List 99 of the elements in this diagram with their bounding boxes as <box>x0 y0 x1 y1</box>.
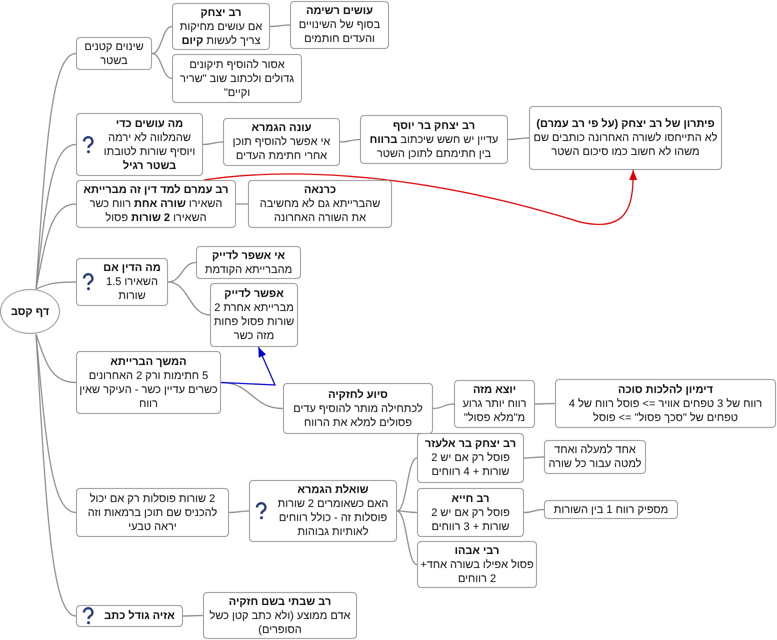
topic-box <box>76 180 236 228</box>
topic-text: עדיין יש חשש שיכתוב ברווח בין חתימתם לתוכן השטר <box>368 132 500 160</box>
topic-box <box>76 605 183 627</box>
topic-ellipse <box>0 289 60 334</box>
topic-box <box>290 1 389 49</box>
connector <box>236 203 248 205</box>
connector <box>508 137 529 140</box>
topic-text: פסול אפילו בשורה אחד+ 2 רווחים <box>420 558 534 586</box>
connector <box>168 281 210 316</box>
topic-title: מה עושים כדי <box>114 116 184 130</box>
connector <box>229 510 249 514</box>
topic-box <box>76 113 203 176</box>
topic-box <box>196 246 301 279</box>
topic-box <box>248 180 392 228</box>
topic-box <box>223 118 340 166</box>
topic-text: שהמלווה לא ירמה ויוסיף שורות לטובתו בשטר רגיל <box>102 130 196 172</box>
topic-title: מה הדין אם <box>102 261 162 275</box>
topic-text: השאירו שורה אחת רווח כשר השאירו 2 שורות פסול <box>88 197 224 225</box>
topic-text: שינוים קטנים בשטר <box>83 40 145 68</box>
topic-box <box>417 433 524 483</box>
topic-box <box>203 592 357 639</box>
topic-box <box>210 283 298 347</box>
topic-title: רב יצחק בר יוסף <box>392 118 476 132</box>
topic-text: בסוף של השינויים והעדים חותמים <box>298 18 382 46</box>
connector <box>35 334 76 384</box>
topic-text: לכתחילה מותר להוסיף עדים פסולים למלא את הרווח <box>292 402 424 430</box>
topic-box <box>76 258 168 306</box>
topic-text: רווח של 3 טפחים אוויר => פוסל רווח של 4 טפחים של "סכך פסול" => פוסל <box>568 396 764 424</box>
topic-text: שהברייתא גם לא מחשיבה את השורה האחרונה <box>258 197 382 225</box>
topic-title: פיתרון של רב יצחק (על פי רב עמרם) <box>535 117 716 131</box>
topic-box <box>249 480 397 542</box>
topic-title: רב יצחק בר אלעזר <box>424 437 518 451</box>
topic-text: אסור להוסיף תיקונים גדולים ולכתוב שוב "שריר וקיים" <box>179 58 295 100</box>
connector <box>202 141 224 146</box>
topic-text: דף קסב <box>10 304 50 318</box>
topic-title: רבי אבהו <box>454 544 500 558</box>
connector <box>35 334 76 514</box>
topic-title: עושים רשימה <box>305 4 374 18</box>
topic-text: האם כשאומרים 2 שורות פוסלות זה - כולל רווחים לאותיות גבוהות <box>276 497 390 539</box>
connector <box>340 138 360 143</box>
connector <box>524 508 544 514</box>
connector <box>432 403 454 410</box>
connector <box>183 614 203 617</box>
topic-text: 5 חתימות ורק 2 האחרונים כשרים עדיין כשר - העיקר שאין רווח <box>79 368 218 410</box>
topic-title: רב שבתי בשם חזקיה <box>228 594 332 608</box>
topic-box <box>544 500 678 519</box>
topic-title: רב חייא <box>450 492 490 506</box>
topic-text: אחד למעלה ואחד למטה עבור כל שורה <box>548 443 642 471</box>
connector <box>396 510 418 566</box>
connector <box>396 457 418 512</box>
topic-box <box>555 379 776 428</box>
topic-box <box>76 37 152 70</box>
connector <box>535 402 555 405</box>
connector <box>35 144 76 290</box>
arrow <box>220 346 276 386</box>
topic-box <box>172 54 302 103</box>
connector <box>524 456 544 459</box>
topic-box <box>417 488 524 537</box>
topic-title: רב עמרם למד דין זה מברייתא <box>82 183 230 197</box>
topic-text: אם עושים מחיקות צריך לעשות קיום <box>178 20 264 48</box>
connector <box>35 203 76 290</box>
connector <box>36 281 76 290</box>
topic-text: אי אפשר להוסיף תוכן אחרי חתימת העדים <box>232 135 332 163</box>
topic-text: לא התייחסו לשורה האחרונה כותבים שם משהו לא חשוב כמו סיכום השטר <box>532 131 719 159</box>
topic-box <box>454 380 535 428</box>
topic-text: 2 שורות פוסלות רק אם יכול להכניס שם תוכן ברמאות וזה יראה טבעי <box>86 492 218 534</box>
topic-title: יוצא מזה <box>472 383 518 397</box>
topic-title: אי אשפר לדייק <box>210 248 286 262</box>
topic-title: כרנאה <box>302 183 338 197</box>
topic-box <box>76 488 229 537</box>
topic-box <box>76 351 221 414</box>
connector <box>152 26 172 54</box>
topic-title: רב יצחק <box>199 6 243 20</box>
topic-box <box>529 106 722 170</box>
topic-title: המשך הברייתא <box>109 354 188 368</box>
topic-title: שואלת הגמרא <box>296 483 370 497</box>
connector <box>270 24 290 28</box>
topic-box <box>360 115 508 164</box>
topic-box <box>417 541 537 588</box>
topic-title: אפשר לדייק <box>223 287 285 301</box>
topic-box <box>172 3 270 50</box>
arrow <box>204 170 638 225</box>
topic-text: פוסל רק אם יש 2 שורות + 4 רווחים <box>430 451 511 479</box>
connector <box>35 334 76 617</box>
connector <box>152 52 172 80</box>
topic-text: פוסל רק אם יש 2 שורות + 3 רווחים <box>430 506 511 534</box>
topic-text: השאירו 1.5 שורות <box>105 275 159 303</box>
topic-text: מספיק רווח 1 בין השורות <box>552 502 670 516</box>
topic-title: סיוע לחזקיה <box>327 388 389 402</box>
topic-title: דימיון להלכות סוכה <box>617 382 714 396</box>
topic-text: אזיה גודל כתב <box>103 609 176 623</box>
topic-text: מהברייתא הקודמת <box>204 262 294 276</box>
topic-text: מברייתא אחרת 2 שורות פסול פחות מזה כשר <box>213 301 295 343</box>
topic-box <box>283 383 433 434</box>
connector <box>397 510 417 514</box>
topic-text: רווח יותר גרוע מ"מלא פסול" <box>462 397 528 425</box>
connector <box>168 262 196 283</box>
topic-text: אדם ממוצע (ולא כתב קטן כשל הסופרים) <box>208 608 352 636</box>
topic-title: עונה הגמרא <box>250 121 312 135</box>
